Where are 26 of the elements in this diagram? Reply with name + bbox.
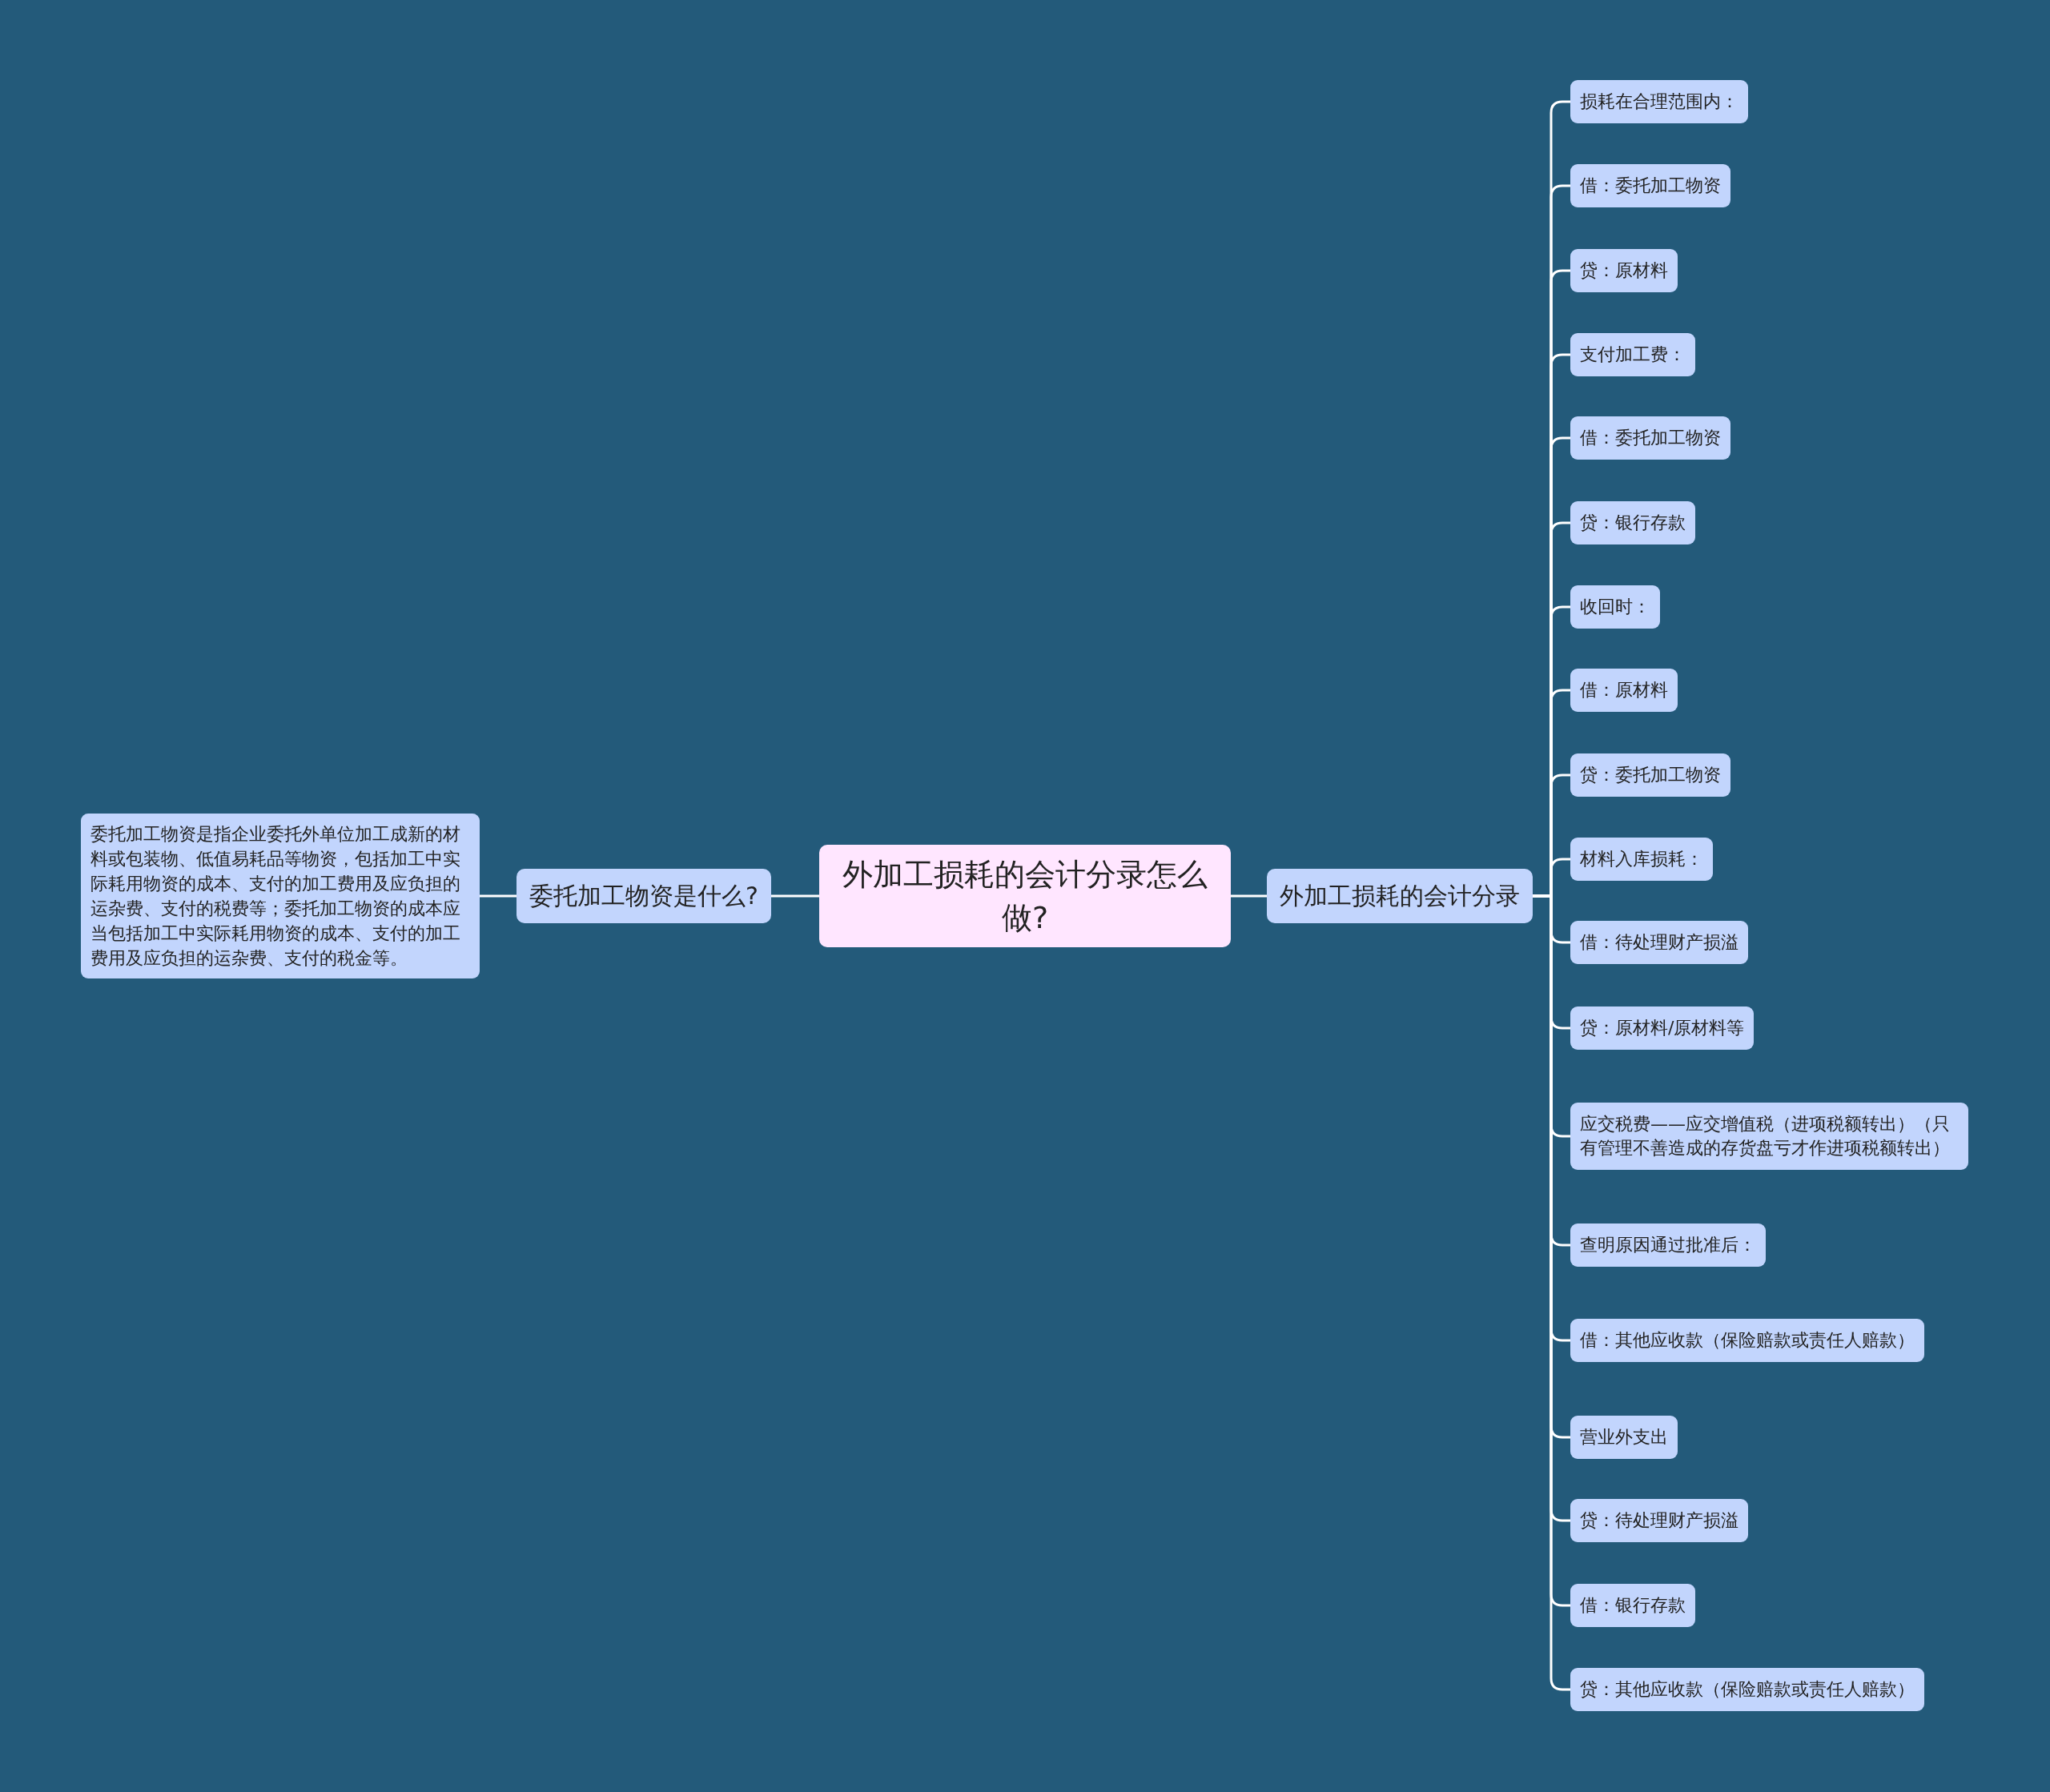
topic-box: 贷：原材料/原材料等 bbox=[1570, 1006, 1755, 1050]
topic-box: 借：其他应收款（保险赔款或责任人赔款） bbox=[1570, 1319, 1924, 1362]
topic-box: 贷：银行存款 bbox=[1570, 501, 1695, 544]
topic-box: 应交税费——应交增值税（进项税额转出）（只有管理不善造成的存货盘亏才作进项税额转出） bbox=[1570, 1103, 1968, 1170]
topic-box: 材料入库损耗： bbox=[1570, 838, 1713, 881]
connector-line bbox=[1231, 894, 1267, 898]
topic-box: 收回时： bbox=[1570, 585, 1660, 629]
topic-box: 外加工损耗的会计分录 bbox=[1267, 869, 1533, 923]
topic-box: 借：待处理财产损溢 bbox=[1570, 921, 1748, 964]
topic-box: 委托加工物资是什么? bbox=[517, 869, 771, 923]
topic-box: 损耗在合理范围内： bbox=[1570, 80, 1748, 123]
topic-box: 查明原因通过批准后： bbox=[1570, 1223, 1766, 1267]
connector-line bbox=[480, 894, 517, 898]
topic-box: 借：原材料 bbox=[1570, 669, 1678, 712]
connector-line bbox=[771, 894, 819, 898]
topic-box: 借：委托加工物资 bbox=[1570, 164, 1730, 207]
topic-box: 贷：其他应收款（保险赔款或责任人赔款） bbox=[1570, 1668, 1924, 1711]
topic-box: 借：银行存款 bbox=[1570, 1584, 1695, 1627]
topic-box: 贷：委托加工物资 bbox=[1570, 753, 1730, 797]
topic-box: 外加工损耗的会计分录怎么做? bbox=[819, 845, 1231, 947]
topic-box: 营业外支出 bbox=[1570, 1416, 1678, 1459]
topic-box: 委托加工物资是指企业委托外单位加工成新的材料或包装物、低值易耗品等物资，包括加工中实际耗用物资的成本、支付的加工费用及应负担的运杂费、支付的税费等；委托加工物资的成本应当包括加工中实际耗用物资的成本、支付的加工费用及应负担的运杂费、支付的税金等。 bbox=[81, 814, 480, 978]
topic-box: 贷：原材料 bbox=[1570, 249, 1678, 292]
topic-box: 贷：待处理财产损溢 bbox=[1570, 1499, 1748, 1542]
topic-box: 支付加工费： bbox=[1570, 333, 1695, 376]
topic-box: 借：委托加工物资 bbox=[1570, 416, 1730, 460]
